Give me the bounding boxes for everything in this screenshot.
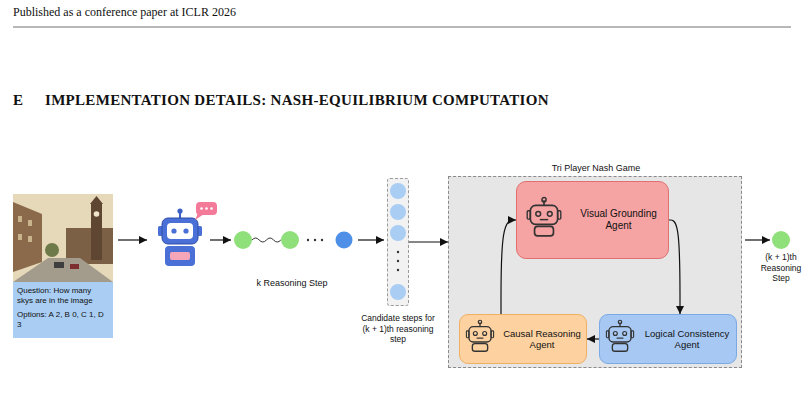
photo-window	[18, 234, 22, 240]
wavy-link	[252, 238, 281, 242]
robot-eye	[183, 228, 188, 233]
bubble-dot	[205, 207, 208, 210]
candidate-dot	[390, 204, 406, 220]
ellipsis-dot	[397, 260, 399, 262]
ellipsis-dot	[397, 269, 399, 271]
robot-body	[165, 246, 195, 266]
photo-road	[13, 258, 113, 282]
reasoning-step-dot	[281, 231, 299, 249]
reasoning-chain	[234, 231, 353, 249]
agent-box: Visual Grounding Agent	[516, 181, 669, 259]
robot-ear	[158, 226, 163, 236]
node-text: Candidate steps for (k + 1)th reasoning …	[357, 313, 439, 345]
robot-eye	[171, 228, 176, 233]
candidate-steps-box: Candidate steps for (k + 1)th reasoning …	[357, 178, 439, 360]
agent-box: Logical Consistency Agent	[599, 314, 737, 364]
node-text: Options: A 2, B 0, C 1, D 3	[13, 308, 113, 332]
ellipsis-dot	[397, 251, 399, 253]
flow-arrow	[358, 239, 384, 240]
output-step-dot	[772, 231, 790, 249]
robot-face	[167, 223, 193, 239]
running-header: Published as a conference paper at ICLR …	[13, 5, 236, 20]
candidate-dot	[390, 183, 406, 199]
ellipsis-dot	[307, 239, 309, 241]
photo-window	[18, 216, 22, 222]
flow-arrow	[118, 239, 147, 240]
node-text: Logical Consistency Agent	[642, 315, 732, 363]
llm-robot-icon	[158, 202, 217, 266]
candidate-dots	[390, 183, 406, 300]
robot-head	[162, 218, 198, 244]
photo-car	[70, 264, 79, 269]
question-box: Question: How many skys are in the image…	[13, 282, 113, 338]
section-title: IMPLEMENTATION DETAILS: NASH-EQUILIBRIUM…	[45, 92, 549, 109]
agent-robot-icon	[606, 320, 633, 351]
bubble-dot	[210, 207, 213, 210]
output-label: (k + 1)th Reasoning Step	[756, 252, 804, 284]
photo-sky	[13, 194, 113, 282]
robot-antenna	[179, 212, 181, 218]
flow-arrow	[745, 239, 770, 240]
robot-antenna-tip	[177, 208, 182, 213]
section-number: E	[13, 92, 23, 109]
edge-layer	[409, 220, 680, 339]
agent-robot-icon	[527, 198, 561, 236]
photo-window	[28, 220, 32, 226]
node-text: Causal Reasoning Agent	[502, 315, 582, 363]
ellipsis-dot	[314, 239, 316, 241]
candidate-dot	[390, 284, 406, 300]
speech-bubble	[196, 202, 217, 215]
flow-arrow	[501, 220, 516, 314]
photo-car	[54, 262, 64, 268]
flow-arrow	[587, 338, 599, 339]
node-text: Tri Player Nash Game	[449, 163, 743, 174]
photo-building	[13, 202, 42, 272]
candidate-dot	[390, 225, 406, 241]
chain-label: k Reasoning Step	[247, 278, 337, 288]
header-rule	[13, 27, 791, 28]
clock-face	[94, 211, 100, 217]
photo-building	[66, 228, 113, 264]
node-outline	[387, 178, 409, 306]
photo-tree	[45, 243, 59, 257]
photo-window	[28, 236, 32, 242]
reasoning-step-dot	[336, 232, 353, 249]
street-photo	[13, 194, 113, 282]
node-text: Question: How many skys are in the image	[13, 282, 113, 308]
speech-bubble-tail	[195, 213, 204, 220]
agent-robot-icon	[466, 320, 493, 351]
clock-tower	[91, 204, 102, 260]
reasoning-step-dot	[234, 231, 252, 249]
flow-arrow	[409, 241, 448, 242]
bubble-dot	[200, 207, 203, 210]
nash-game-box: Tri Player Nash GameVisual Grounding Age…	[448, 176, 742, 368]
agent-box: Causal Reasoning Agent	[459, 314, 587, 364]
robot-ear	[197, 226, 202, 236]
ellipsis-dot	[321, 239, 323, 241]
node-text: Visual Grounding Agent	[575, 182, 662, 258]
clock-tower-top	[90, 196, 103, 204]
flow-arrow	[669, 220, 680, 314]
robot-panel	[170, 252, 190, 260]
flow-arrow	[210, 239, 231, 240]
